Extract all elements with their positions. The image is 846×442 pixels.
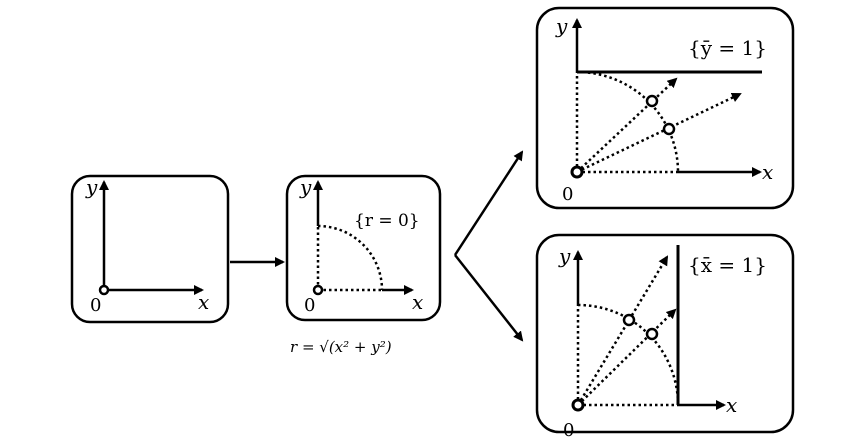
ray [576, 92, 742, 174]
origin-label: 0 [563, 420, 574, 441]
origin-label: 0 [304, 295, 315, 316]
arrow-to-chart-x [454, 254, 524, 342]
ray [576, 77, 678, 173]
panel-frame [285, 174, 442, 322]
exceptional-arc [576, 70, 680, 173]
arc-point [645, 327, 659, 341]
set-label: {r = 0} [354, 211, 420, 231]
ray [576, 255, 669, 406]
panel-plane: y 0 x [70, 174, 230, 324]
arrow-to-chart-y [453, 150, 524, 256]
panel-frame [70, 174, 230, 324]
arc-point [662, 122, 676, 136]
arc-point [645, 94, 659, 108]
x-label: x [762, 160, 773, 184]
origin-label: 0 [90, 295, 101, 316]
origin-label: 0 [562, 184, 573, 205]
set-label: {ȳ = 1} [688, 36, 767, 60]
panel-polar-blowup: y 0 x {r = 0} r = √(x² + y²) [285, 174, 442, 356]
x-label: x [412, 290, 423, 314]
exceptional-arc [317, 224, 384, 291]
y-label: y [299, 175, 312, 199]
y-label: y [85, 175, 98, 199]
origin-point [570, 165, 584, 179]
set-label: {x̄ = 1} [688, 253, 767, 277]
x-label: x [198, 290, 209, 314]
origin-point [571, 398, 585, 412]
origin-point [98, 284, 110, 296]
arc-point [622, 313, 636, 327]
panel-chart-xbar: y 0 x {x̄ = 1} [535, 233, 795, 441]
y-label: y [558, 244, 571, 268]
panel-chart-ybar: y 0 x {ȳ = 1} [535, 6, 795, 210]
x-label: x [726, 393, 737, 417]
ray [577, 308, 677, 406]
origin-point [312, 284, 324, 296]
panel-frame [535, 233, 795, 434]
y-label: y [555, 14, 568, 38]
radius-formula: r = √(x² + y²) [290, 338, 392, 356]
panel-frame [535, 6, 795, 210]
